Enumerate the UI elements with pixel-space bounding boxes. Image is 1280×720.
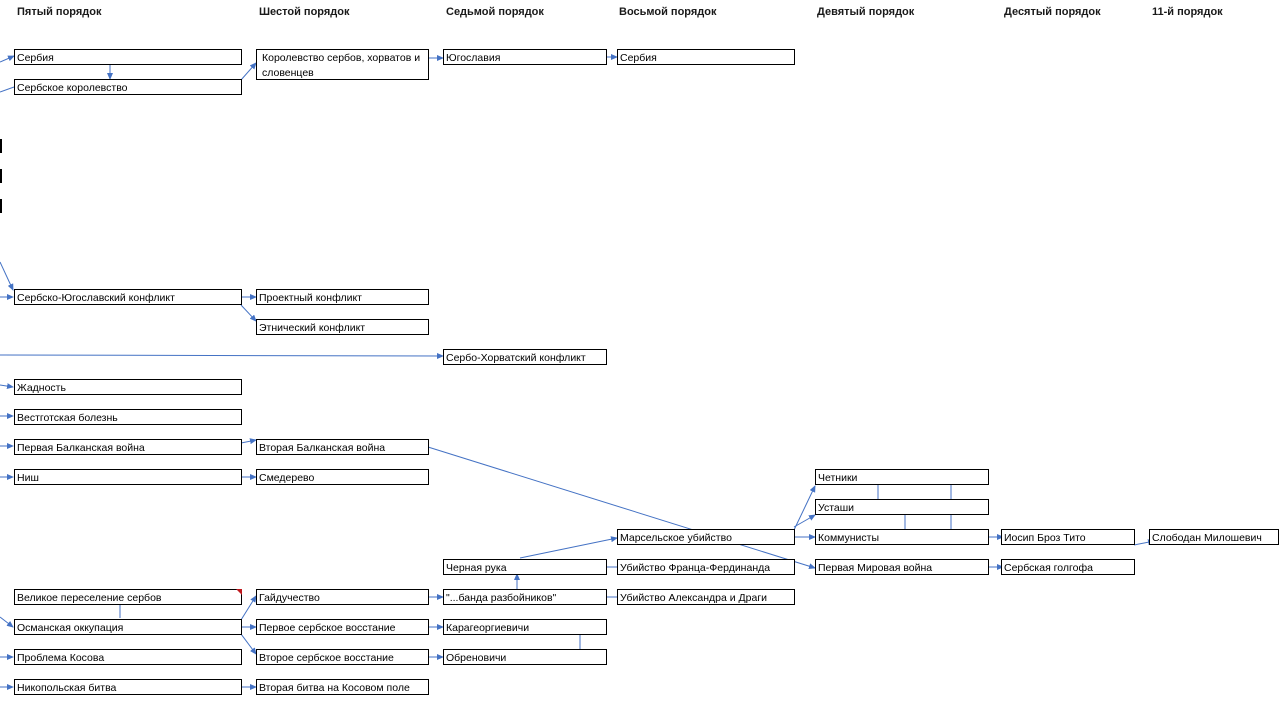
connector-line bbox=[240, 595, 257, 621]
clipped-box-edge bbox=[0, 199, 2, 213]
header-order-7: Седьмой порядок bbox=[446, 6, 544, 18]
node-obrenovich[interactable]: Обреновичи bbox=[443, 649, 607, 665]
node-serbian-golgotha[interactable]: Сербская голгофа bbox=[1001, 559, 1135, 575]
node-alexander-draga-assassination[interactable]: Убийство Александра и Драги bbox=[617, 589, 795, 605]
header-order-11: 11-й порядок bbox=[1152, 6, 1223, 18]
node-black-hand[interactable]: Черная рука bbox=[443, 559, 607, 575]
connector-line bbox=[240, 438, 257, 445]
node-serbian-yugoslav-conflict[interactable]: Сербско-Югославский конфликт bbox=[14, 289, 242, 305]
header-order-9: Девятый порядок bbox=[817, 6, 915, 18]
node-hajduks[interactable]: Гайдучество bbox=[256, 589, 429, 605]
node-second-serbian-uprising[interactable]: Второе сербское восстание bbox=[256, 649, 429, 665]
connector-line bbox=[793, 514, 816, 528]
header-order-6: Шестой порядок bbox=[259, 6, 350, 18]
connector-line bbox=[240, 62, 257, 81]
connector-line bbox=[519, 536, 618, 559]
connector-line bbox=[0, 55, 15, 63]
node-visigoth-disease[interactable]: Вестготская болезнь bbox=[14, 409, 242, 425]
node-josip-broz-tito[interactable]: Иосип Броз Тито bbox=[1001, 529, 1135, 545]
connector-line bbox=[0, 86, 15, 93]
node-kingdom-shs[interactable]: Королевство сербов, хорватов и словенцев bbox=[256, 49, 429, 80]
clipped-box-edge bbox=[0, 139, 2, 153]
node-greed[interactable]: Жадность bbox=[14, 379, 242, 395]
node-yugoslavia[interactable]: Югославия bbox=[443, 49, 607, 65]
node-ustashe[interactable]: Усташи bbox=[815, 499, 989, 515]
node-project-conflict[interactable]: Проектный конфликт bbox=[256, 289, 429, 305]
node-serbo-croatian-conflict[interactable]: Сербо-Хорватский конфликт bbox=[443, 349, 607, 365]
connector-line bbox=[0, 261, 14, 291]
node-bandits[interactable]: "...банда разбойников" bbox=[443, 589, 607, 605]
node-nis[interactable]: Ниш bbox=[14, 469, 242, 485]
node-great-migration[interactable]: Великое переселение сербов bbox=[14, 589, 242, 605]
node-karageorgievich[interactable]: Карагеоргиевичи bbox=[443, 619, 607, 635]
node-communists[interactable]: Коммунисты bbox=[815, 529, 989, 545]
connector-line bbox=[0, 616, 14, 628]
clipped-box-edge bbox=[0, 169, 2, 183]
node-franz-ferdinand-assassination[interactable]: Убийство Франца-Фердинанда bbox=[617, 559, 795, 575]
node-serbian-kingdom[interactable]: Сербское королевство bbox=[14, 79, 242, 95]
node-world-war-one[interactable]: Первая Мировая война bbox=[815, 559, 989, 575]
node-first-serbian-uprising[interactable]: Первое сербское восстание bbox=[256, 619, 429, 635]
node-kosovo-problem[interactable]: Проблема Косова bbox=[14, 649, 242, 665]
node-chetniks[interactable]: Четники bbox=[815, 469, 989, 485]
node-slobodan-milosevic[interactable]: Слободан Милошевич bbox=[1149, 529, 1279, 545]
header-order-8: Восьмой порядок bbox=[619, 6, 717, 18]
header-order-5: Пятый порядок bbox=[17, 6, 102, 18]
node-ottoman-occupation[interactable]: Османская оккупация bbox=[14, 619, 242, 635]
connector-line bbox=[427, 446, 816, 570]
header-order-10: Десятый порядок bbox=[1004, 6, 1101, 18]
node-ethnic-conflict[interactable]: Этнический конфликт bbox=[256, 319, 429, 335]
node-serbia[interactable]: Сербия bbox=[14, 49, 242, 65]
connector-line bbox=[0, 383, 14, 390]
connector-line bbox=[793, 485, 816, 531]
comment-marker bbox=[236, 589, 242, 595]
node-smederevo[interactable]: Смедерево bbox=[256, 469, 429, 485]
connector-line bbox=[240, 304, 257, 322]
connector-line bbox=[240, 633, 257, 655]
node-second-kosovo-battle[interactable]: Вторая битва на Косовом поле bbox=[256, 679, 429, 695]
node-marseille-assassination[interactable]: Марсельское убийство bbox=[617, 529, 795, 545]
node-nicopolis-battle[interactable]: Никопольская битва bbox=[14, 679, 242, 695]
node-second-balkan-war[interactable]: Вторая Балканская война bbox=[256, 439, 429, 455]
node-serbia-8[interactable]: Сербия bbox=[617, 49, 795, 65]
node-first-balkan-war[interactable]: Первая Балканская война bbox=[14, 439, 242, 455]
connector-line bbox=[0, 352, 444, 359]
